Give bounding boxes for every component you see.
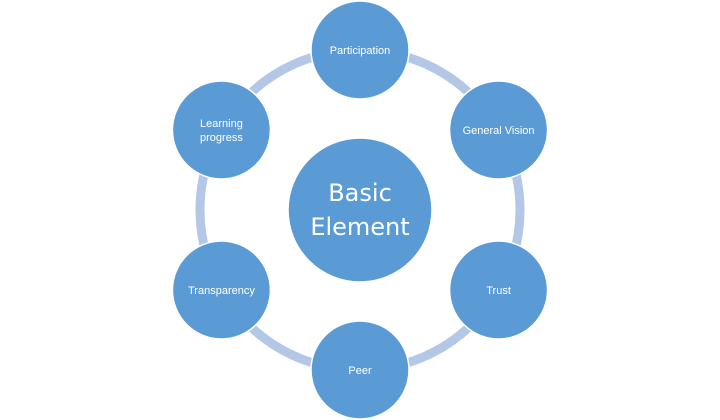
node-learning-progress-label-line: Learning — [200, 118, 243, 130]
node-trust-label-line: Trust — [486, 285, 511, 297]
node-participation-label-line: Participation — [330, 45, 391, 57]
center-label-line: Element — [310, 213, 409, 241]
node-peer-circle — [310, 320, 410, 420]
node-learning-progress-circle — [171, 80, 272, 180]
node-trust: Trust — [448, 240, 549, 340]
node-learning-progress-label-line: progress — [200, 132, 243, 144]
node-transparency-label: Transparency — [188, 285, 255, 297]
node-trust-label: Trust — [486, 285, 511, 297]
node-peer-label-line: Peer — [348, 365, 372, 377]
center-label-line: Basic — [328, 179, 392, 207]
node-transparency-circle — [171, 240, 272, 340]
node-learning-progress: Learning progress — [171, 80, 272, 180]
node-general-vision: General Vision — [448, 80, 549, 180]
node-transparency: Transparency — [171, 240, 272, 340]
node-peer: Peer — [310, 320, 410, 420]
node-general-vision-label-line: General Vision — [463, 125, 535, 137]
node-general-vision-label: General Vision — [463, 125, 535, 137]
node-trust-circle — [448, 240, 549, 340]
node-participation-label: Participation — [330, 45, 391, 57]
node-participation: Participation — [310, 0, 410, 100]
node-participation-circle — [310, 0, 410, 100]
node-peer-label: Peer — [348, 365, 372, 377]
node-transparency-label-line: Transparency — [188, 285, 255, 297]
node-learning-progress-label: Learning progress — [200, 118, 243, 144]
center-circle — [287, 137, 433, 283]
node-general-vision-circle — [448, 80, 549, 180]
